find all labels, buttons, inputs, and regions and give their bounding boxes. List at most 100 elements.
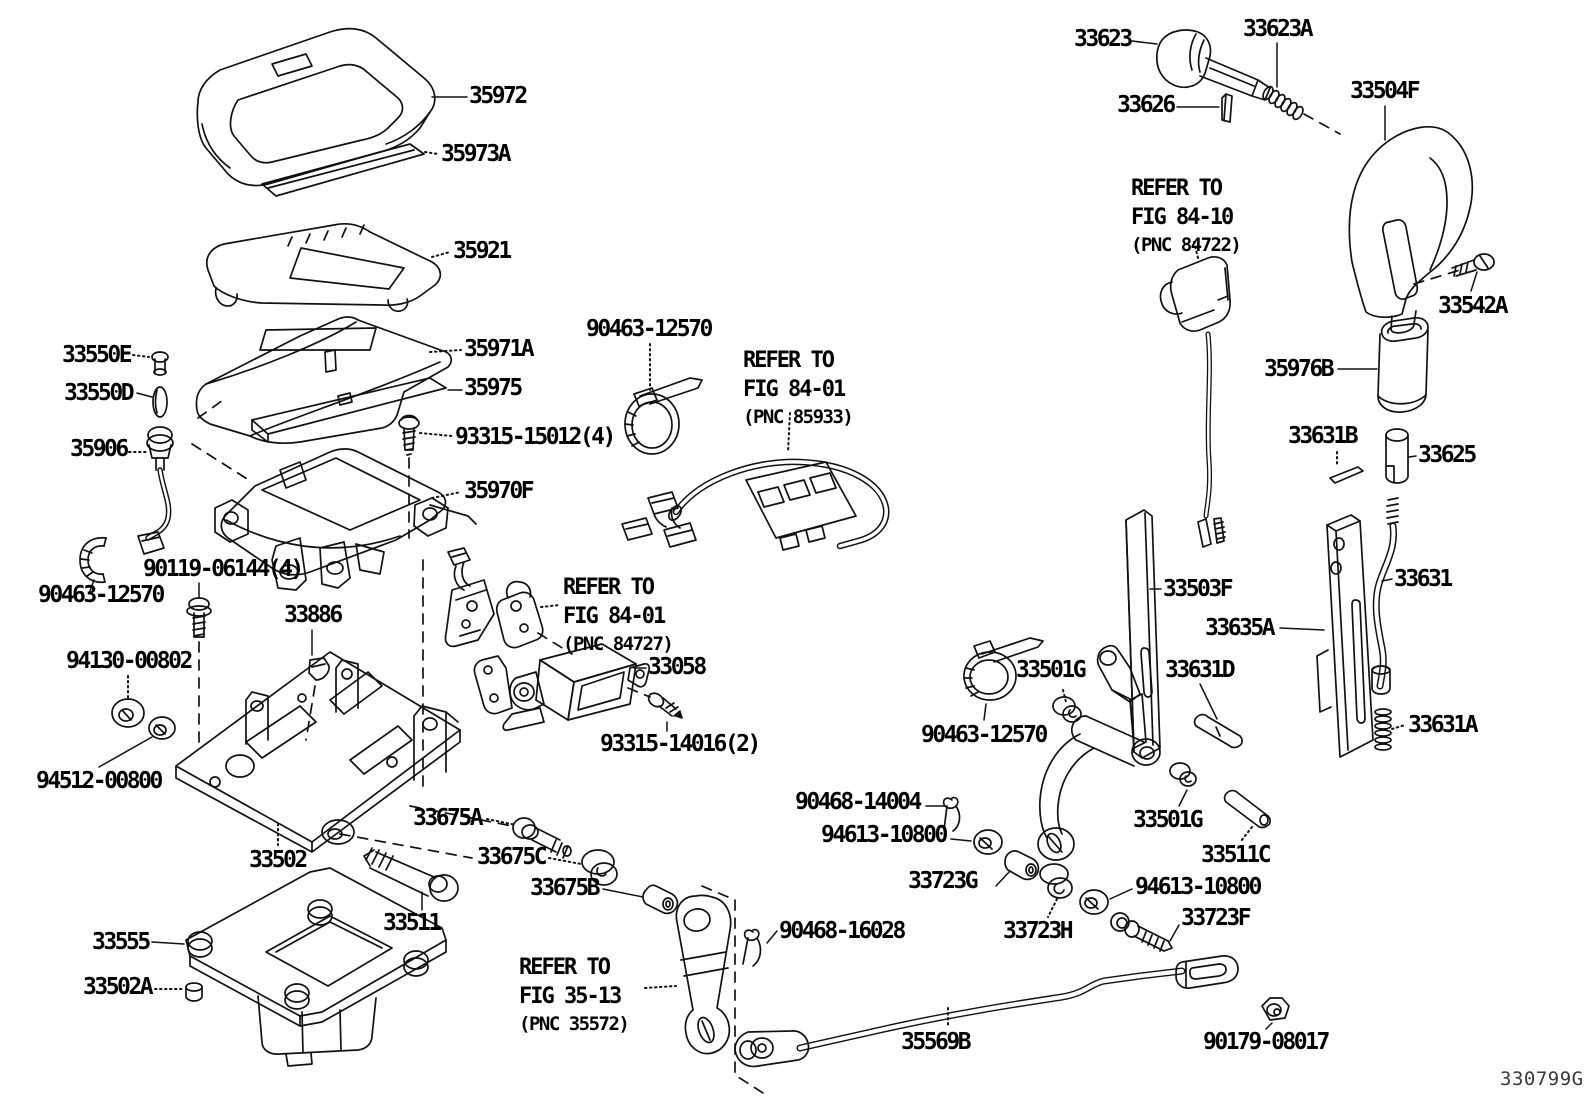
part-art-33631D-pin — [1195, 715, 1243, 748]
part-label-93315-14016(2): 93315-14016(2) — [600, 731, 761, 757]
part-art-94512-00800-washer — [149, 717, 175, 739]
part-label-33550E: 33550E — [62, 342, 133, 368]
part-label-35970F: 35970F — [464, 478, 535, 504]
part-label-33675A: 33675A — [413, 805, 484, 831]
reference-note-line: FIG 84-10 — [1131, 205, 1234, 231]
part-art-33675B-collar — [643, 885, 677, 913]
part-art-33675C-bushing — [582, 850, 617, 885]
part-art-33625-spacer — [1386, 429, 1408, 483]
part-art-90179-08017-nut — [1262, 998, 1289, 1020]
part-label-33511: 33511 — [383, 910, 442, 936]
part-art-switch-84710 — [1160, 257, 1230, 547]
part-art-35976B-collar — [1378, 318, 1428, 412]
part-label-33635A: 33635A — [1205, 615, 1276, 641]
reference-note-line: (PNC 84722) — [1131, 234, 1242, 257]
part-art-33502-base-plate — [176, 652, 460, 852]
part-label-90463-12570: 90463-12570 — [586, 316, 713, 342]
part-label-33675C: 33675C — [477, 844, 548, 870]
part-label-90463-12570: 90463-12570 — [921, 722, 1048, 748]
part-label-33631D: 33631D — [1165, 657, 1236, 683]
part-label-33502: 33502 — [249, 847, 308, 873]
part-label-94613-10800: 94613-10800 — [821, 822, 948, 848]
part-label-33555: 33555 — [92, 929, 151, 955]
part-art-33058-solenoid — [474, 644, 649, 730]
reference-note-line: (PNC 85933) — [743, 406, 854, 429]
part-art-35569B-rod — [735, 956, 1238, 1067]
reference-note-line: REFER TO — [519, 955, 611, 980]
part-label-33723H: 33723H — [1003, 918, 1074, 944]
part-art-33675A-bolt — [513, 818, 571, 858]
reference-note-line: REFER TO — [743, 348, 835, 373]
reference-note-line: REFER TO — [563, 575, 655, 600]
part-label-35921: 35921 — [453, 238, 512, 264]
part-label-35976B: 35976B — [1264, 356, 1335, 382]
part-art-switch-84727 — [445, 548, 542, 648]
part-art-33504F-knob — [1349, 127, 1472, 333]
part-art-35972-upper-cover — [197, 29, 435, 186]
part-art-33511-bolt — [364, 848, 458, 901]
part-art-90463-12570-tie-top — [625, 378, 702, 454]
part-label-90179-08017: 90179-08017 — [1203, 1029, 1330, 1055]
part-art-33723H-bushing — [1040, 864, 1072, 898]
part-art-35906-bulb-socket — [138, 427, 173, 554]
part-art-33635A-channel — [1317, 515, 1373, 757]
part-art-35970F-slide-plate — [215, 449, 476, 590]
part-label-90468-14004: 90468-14004 — [795, 789, 922, 815]
part-art-94613-10800-washer-right — [1080, 890, 1108, 914]
part-art-33631-rod — [1372, 498, 1398, 694]
part-art-35975-plate — [252, 378, 446, 442]
part-art-35971A-housing — [196, 317, 451, 443]
part-label-33723F: 33723F — [1181, 905, 1252, 931]
part-label-33886: 33886 — [284, 602, 343, 628]
part-art-35921-bezel — [207, 224, 441, 311]
part-art-90468-14004-pin — [944, 798, 960, 831]
part-label-33504F: 33504F — [1350, 78, 1421, 104]
part-art-33626-pin — [1222, 94, 1232, 122]
part-label-94130-00802: 94130-00802 — [66, 648, 193, 674]
leader-lines-solid — [90, 41, 1477, 1029]
part-label-33542A: 33542A — [1438, 293, 1509, 319]
part-label-33501G: 33501G — [1133, 807, 1204, 833]
reference-note-line: FIG 35-13 — [519, 984, 622, 1010]
part-label-33626: 33626 — [1117, 92, 1176, 118]
part-label-33625: 33625 — [1418, 442, 1477, 468]
part-label-33623A: 33623A — [1243, 16, 1314, 42]
part-art-33503F-lever — [1126, 510, 1160, 758]
part-label-90463-12570: 90463-12570 — [38, 582, 165, 608]
part-label-33058: 33058 — [648, 654, 707, 680]
part-label-33631: 33631 — [1394, 566, 1453, 592]
part-label-35975: 35975 — [464, 375, 523, 401]
reference-note-line: (PNC 84727) — [563, 633, 674, 656]
part-art-90463-12570-tie-bottom — [964, 638, 1043, 700]
part-art-33542A-screw — [1452, 254, 1494, 276]
construction-dashed-lines — [192, 114, 1460, 1093]
part-art-pivot-and-crank — [1038, 716, 1160, 860]
part-label-33502A: 33502A — [83, 974, 154, 1000]
part-label-90119-06144(4): 90119-06144(4) — [143, 556, 304, 582]
part-art-33555-lower-cover — [186, 868, 446, 1066]
part-label-90468-16028: 90468-16028 — [779, 918, 906, 944]
part-label-93315-15012(4): 93315-15012(4) — [455, 424, 616, 450]
part-label-33723G: 33723G — [908, 868, 979, 894]
part-art-94613-10800-washer-left — [974, 830, 1002, 854]
part-art-upper-link — [1098, 646, 1140, 702]
part-art-33502A-bush — [186, 983, 202, 1001]
part-art-33550E-button — [152, 352, 168, 375]
part-art-33511C-pin — [1225, 791, 1271, 828]
part-label-35906: 35906 — [70, 436, 129, 462]
part-art-90463-12570-clamp-left — [80, 538, 106, 583]
part-label-35569B: 35569B — [901, 1029, 972, 1055]
part-art-93315-14016-screw — [646, 690, 682, 718]
part-art-33886-clip — [309, 658, 329, 680]
part-art-33623-button — [1157, 30, 1270, 100]
part-art-33631A-spring — [1375, 709, 1391, 750]
part-label-33503F: 33503F — [1163, 576, 1234, 602]
part-label-33623: 33623 — [1074, 26, 1133, 52]
diagram-code: 330799G — [1500, 1068, 1584, 1090]
